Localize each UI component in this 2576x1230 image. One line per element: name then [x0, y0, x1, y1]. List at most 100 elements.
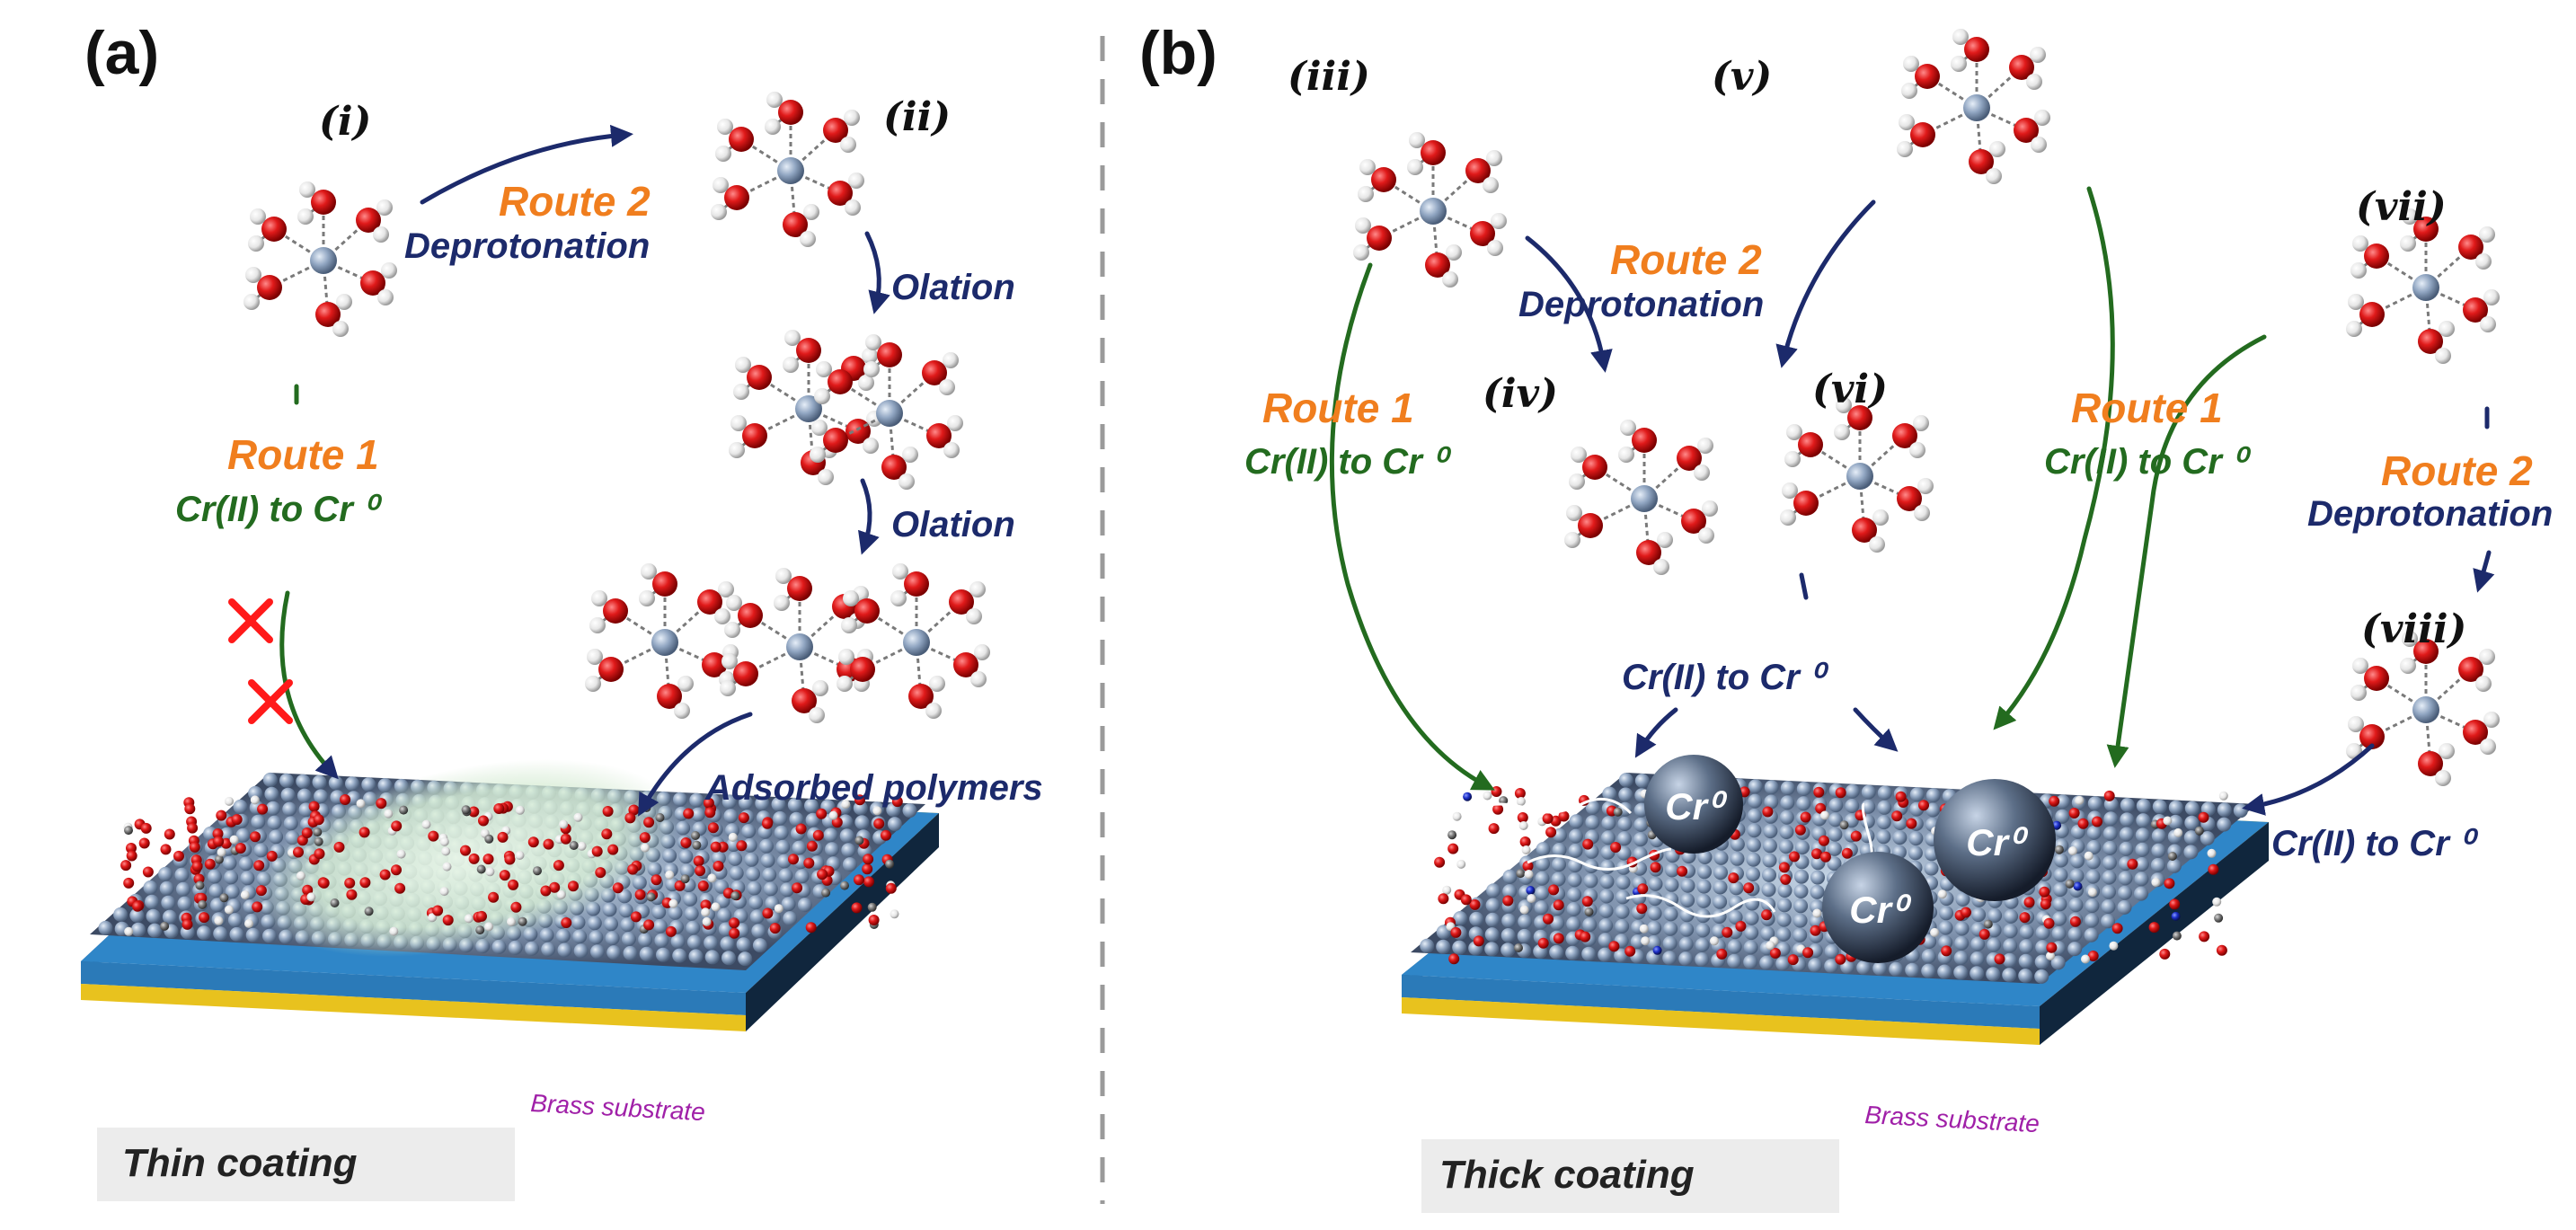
- adsorbed-atom: [1448, 953, 1460, 965]
- surface-atom: [721, 794, 737, 810]
- adsorbed-atom: [240, 890, 250, 900]
- adsorbed-atom: [573, 812, 583, 822]
- surface-atom: [2087, 796, 2102, 811]
- surface-atom: [240, 871, 255, 886]
- thick-coating-caption: Thick coating: [1439, 1153, 1695, 1197]
- adsorbed-atom: [1524, 870, 1534, 879]
- surface-atom: [1568, 843, 1583, 858]
- adsorbed-atom: [1517, 812, 1528, 823]
- surface-atom: [744, 852, 759, 867]
- adsorbed-atom: [711, 902, 721, 912]
- adsorbed-atom: [665, 870, 675, 880]
- route1-arrow: [2106, 334, 2267, 768]
- adsorbed-atom: [504, 854, 516, 865]
- adsorbed-atom: [478, 815, 489, 827]
- adsorbed-atom: [1519, 905, 1529, 915]
- adsorbed-atom: [1710, 936, 1719, 946]
- adsorbed-atom: [2054, 845, 2064, 854]
- surface-atom: [776, 854, 792, 869]
- surface-atom: [1616, 831, 1632, 846]
- adsorbed-atom: [1558, 810, 1570, 822]
- adsorbed-atom: [123, 877, 135, 889]
- surface-atom: [207, 869, 222, 884]
- surface-atom: [781, 897, 796, 912]
- route1-arrow: [1993, 186, 2115, 730]
- surface-atom: [1776, 926, 1792, 942]
- surface-atom: [253, 843, 269, 858]
- surface-atom: [525, 941, 539, 956]
- surface-atom: [146, 908, 161, 924]
- surface-atom: [789, 811, 804, 827]
- adsorbed-atom: [2218, 791, 2228, 801]
- surface-atom: [1484, 942, 1500, 957]
- adsorbed-atom: [359, 877, 371, 889]
- adsorbed-atom: [124, 926, 134, 936]
- adsorbed-atom: [769, 923, 781, 934]
- adsorbed-atom: [1442, 885, 1452, 895]
- adsorbed-atom: [553, 860, 564, 872]
- surface-atom: [266, 801, 280, 816]
- adsorbed-atom: [561, 917, 572, 928]
- adsorbed-atom: [1491, 786, 1502, 797]
- surface-atom: [1614, 948, 1629, 963]
- route1-arrow: [1329, 262, 1495, 791]
- adsorbed-atom: [384, 809, 394, 819]
- surface-atom: [1764, 780, 1779, 795]
- adsorbed-atom: [164, 828, 175, 840]
- adsorbed-atom: [2087, 951, 2099, 961]
- surface-atom: [825, 842, 839, 857]
- route2-label: Route 2: [499, 178, 651, 225]
- surface-atom: [314, 789, 329, 804]
- adsorbed-atom: [1918, 800, 1929, 811]
- surface-atom: [720, 936, 735, 951]
- adsorbed-atom: [1613, 807, 1623, 817]
- surface-atom: [1662, 951, 1677, 966]
- adsorbed-atom: [138, 837, 150, 849]
- surface-atom: [1501, 913, 1517, 928]
- adsorbed-polymers-label: Adsorbed polymers: [704, 768, 1043, 808]
- surface-atom: [1500, 928, 1516, 942]
- adsorbed-atom: [485, 867, 495, 877]
- surface-atom: [1824, 943, 1839, 959]
- adsorbed-atom: [1537, 937, 1549, 949]
- surface-atom: [158, 866, 173, 881]
- adsorbed-atom: [1819, 810, 1829, 820]
- surface-atom: [752, 938, 767, 953]
- surface-atom: [2102, 870, 2117, 885]
- adsorbed-atom: [1581, 896, 1593, 907]
- surface-atom: [1615, 904, 1630, 919]
- surface-atom: [1970, 951, 1985, 966]
- surface-atom: [1633, 817, 1649, 832]
- adsorbed-atom: [854, 794, 865, 806]
- cr0-particle: Cr⁰: [1644, 755, 1743, 854]
- surface-atom: [262, 772, 278, 787]
- adsorbed-atom: [651, 874, 662, 886]
- surface-atom: [684, 906, 699, 921]
- adsorbed-atom: [1778, 862, 1790, 873]
- adsorbed-atom: [396, 849, 406, 859]
- surface-atom: [1536, 842, 1551, 857]
- surface-atom: [1794, 840, 1810, 855]
- adsorbed-atom: [330, 898, 340, 907]
- surface-atom: [1743, 954, 1758, 969]
- surface-atom: [1861, 784, 1876, 800]
- surface-atom: [1535, 871, 1550, 886]
- surface-atom: [1892, 830, 1908, 845]
- caption-box-thick: [1421, 1139, 1839, 1213]
- reduction-arrow: [1634, 707, 1678, 758]
- surface-atom: [762, 867, 777, 882]
- panel-label-b: (b): [1139, 19, 1217, 87]
- surface-atom: [787, 797, 802, 812]
- surface-atom: [1598, 918, 1614, 934]
- surface-atom: [2134, 857, 2149, 872]
- surface-atom: [639, 946, 654, 961]
- adsorbed-atom: [391, 864, 402, 876]
- surface-atom: [1600, 859, 1615, 874]
- adsorbed-atom: [1516, 797, 1526, 806]
- adsorbed-atom: [346, 889, 358, 900]
- surface-atom: [751, 924, 766, 939]
- surface-atom: [1971, 907, 1987, 923]
- surface-atom: [508, 940, 523, 955]
- adsorbed-atom: [788, 854, 799, 865]
- surface-atom: [604, 916, 618, 932]
